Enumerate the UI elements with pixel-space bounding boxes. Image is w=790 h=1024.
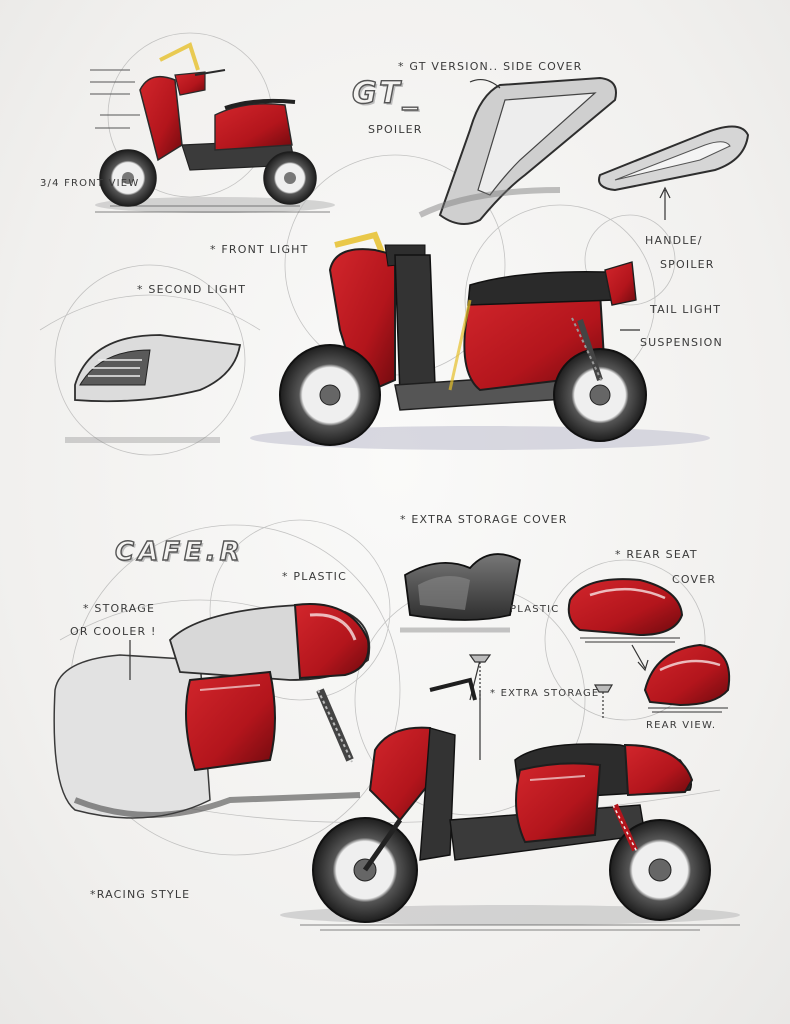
rear-view-cover-sketch <box>643 643 731 713</box>
spoiler-label: SPOILER <box>368 123 423 136</box>
extra-storage-cover-label: * EXTRA STORAGE COVER <box>400 513 568 526</box>
scooter-front-view-sketch <box>90 42 335 213</box>
tail-light-label: TAIL LIGHT <box>650 303 722 316</box>
handle-spoiler-label-line2: SPOILER <box>660 258 715 271</box>
rear-seat-cover-label-line2: COVER <box>672 573 717 586</box>
gt-scooter-sketch <box>250 231 710 450</box>
racing-style-label: *RACING STYLE <box>90 888 191 901</box>
cafe-r-logo: CAFE.R <box>114 536 244 567</box>
suspension-label: SUSPENSION <box>640 336 723 349</box>
handle-spoiler-sketch <box>598 125 750 192</box>
extra-storage-label: * EXTRA STORAGE <box>490 688 600 699</box>
annotation-arrows <box>129 78 671 760</box>
rear-view-label: REAR VIEW. <box>646 720 717 731</box>
front-light-label: * FRONT LIGHT <box>210 243 309 256</box>
extra-storage-cover-sketch <box>400 553 522 633</box>
cafe-racer-scooter-sketch <box>280 677 740 931</box>
handle-spoiler-label-line1: HANDLE/ <box>645 234 703 247</box>
second-light-label: * SECOND LIGHT <box>137 283 247 296</box>
screw-icons <box>468 654 614 720</box>
gt-logo: GT_ <box>351 75 421 111</box>
plastic-side-label: PLASTIC <box>510 604 560 615</box>
cafe-seat-study-sketch <box>53 603 371 819</box>
second-light-sketch <box>65 334 242 443</box>
plastic-top-label: * PLASTIC <box>282 570 347 583</box>
rear-seat-cover-sketch <box>567 578 684 643</box>
front-view-label: 3/4 FRONT VIEW <box>40 178 140 189</box>
gt-side-cover-label: * GT VERSION.. SIDE COVER <box>398 60 583 73</box>
storage-cooler-label-line1: * STORAGE <box>83 602 156 615</box>
storage-cooler-label-line2: OR COOLER ! <box>70 625 157 638</box>
gt-side-cover-sketch <box>418 76 617 225</box>
rear-seat-cover-label-line1: * REAR SEAT <box>615 548 698 561</box>
